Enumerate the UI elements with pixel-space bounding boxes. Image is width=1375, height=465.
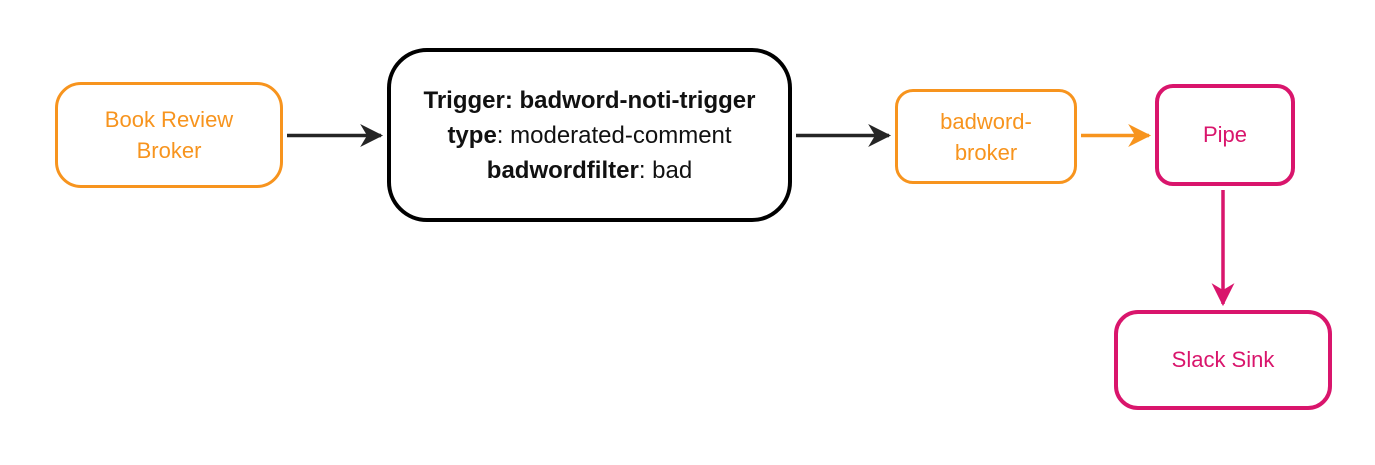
node-slack-sink-label: Slack Sink	[1171, 347, 1275, 372]
node-pipe: Pipe	[1155, 84, 1295, 186]
trigger-type-value: : moderated-comment	[496, 121, 732, 149]
trigger-filter-line: badwordfilter: bad	[487, 153, 692, 188]
trigger-name-line: Trigger: badword-noti-trigger	[424, 83, 756, 118]
node-pipe-label: Pipe	[1202, 122, 1248, 147]
trigger-filter-key: badwordfilter	[486, 156, 639, 184]
node-book-review-broker-label-line-1: Book Review	[104, 107, 234, 132]
trigger-filter-value: : bad	[638, 156, 693, 184]
trigger-name-text: Trigger: badword-noti-trigger	[423, 86, 756, 114]
node-badword-broker: badword- broker	[895, 89, 1077, 184]
node-slack-sink: Slack Sink	[1114, 310, 1332, 410]
trigger-type-line: type: moderated-comment	[447, 118, 731, 153]
node-book-review-broker-label-line-2: Broker	[136, 138, 202, 163]
node-badword-broker-label-line-1: badword-	[940, 108, 1032, 134]
node-book-review-broker: Book Review Broker	[55, 82, 283, 188]
node-trigger-details: Trigger: badword-noti-trigger type: mode…	[387, 48, 792, 222]
trigger-type-key: type	[447, 121, 497, 149]
node-badword-broker-label-line-2: broker	[954, 139, 1018, 165]
